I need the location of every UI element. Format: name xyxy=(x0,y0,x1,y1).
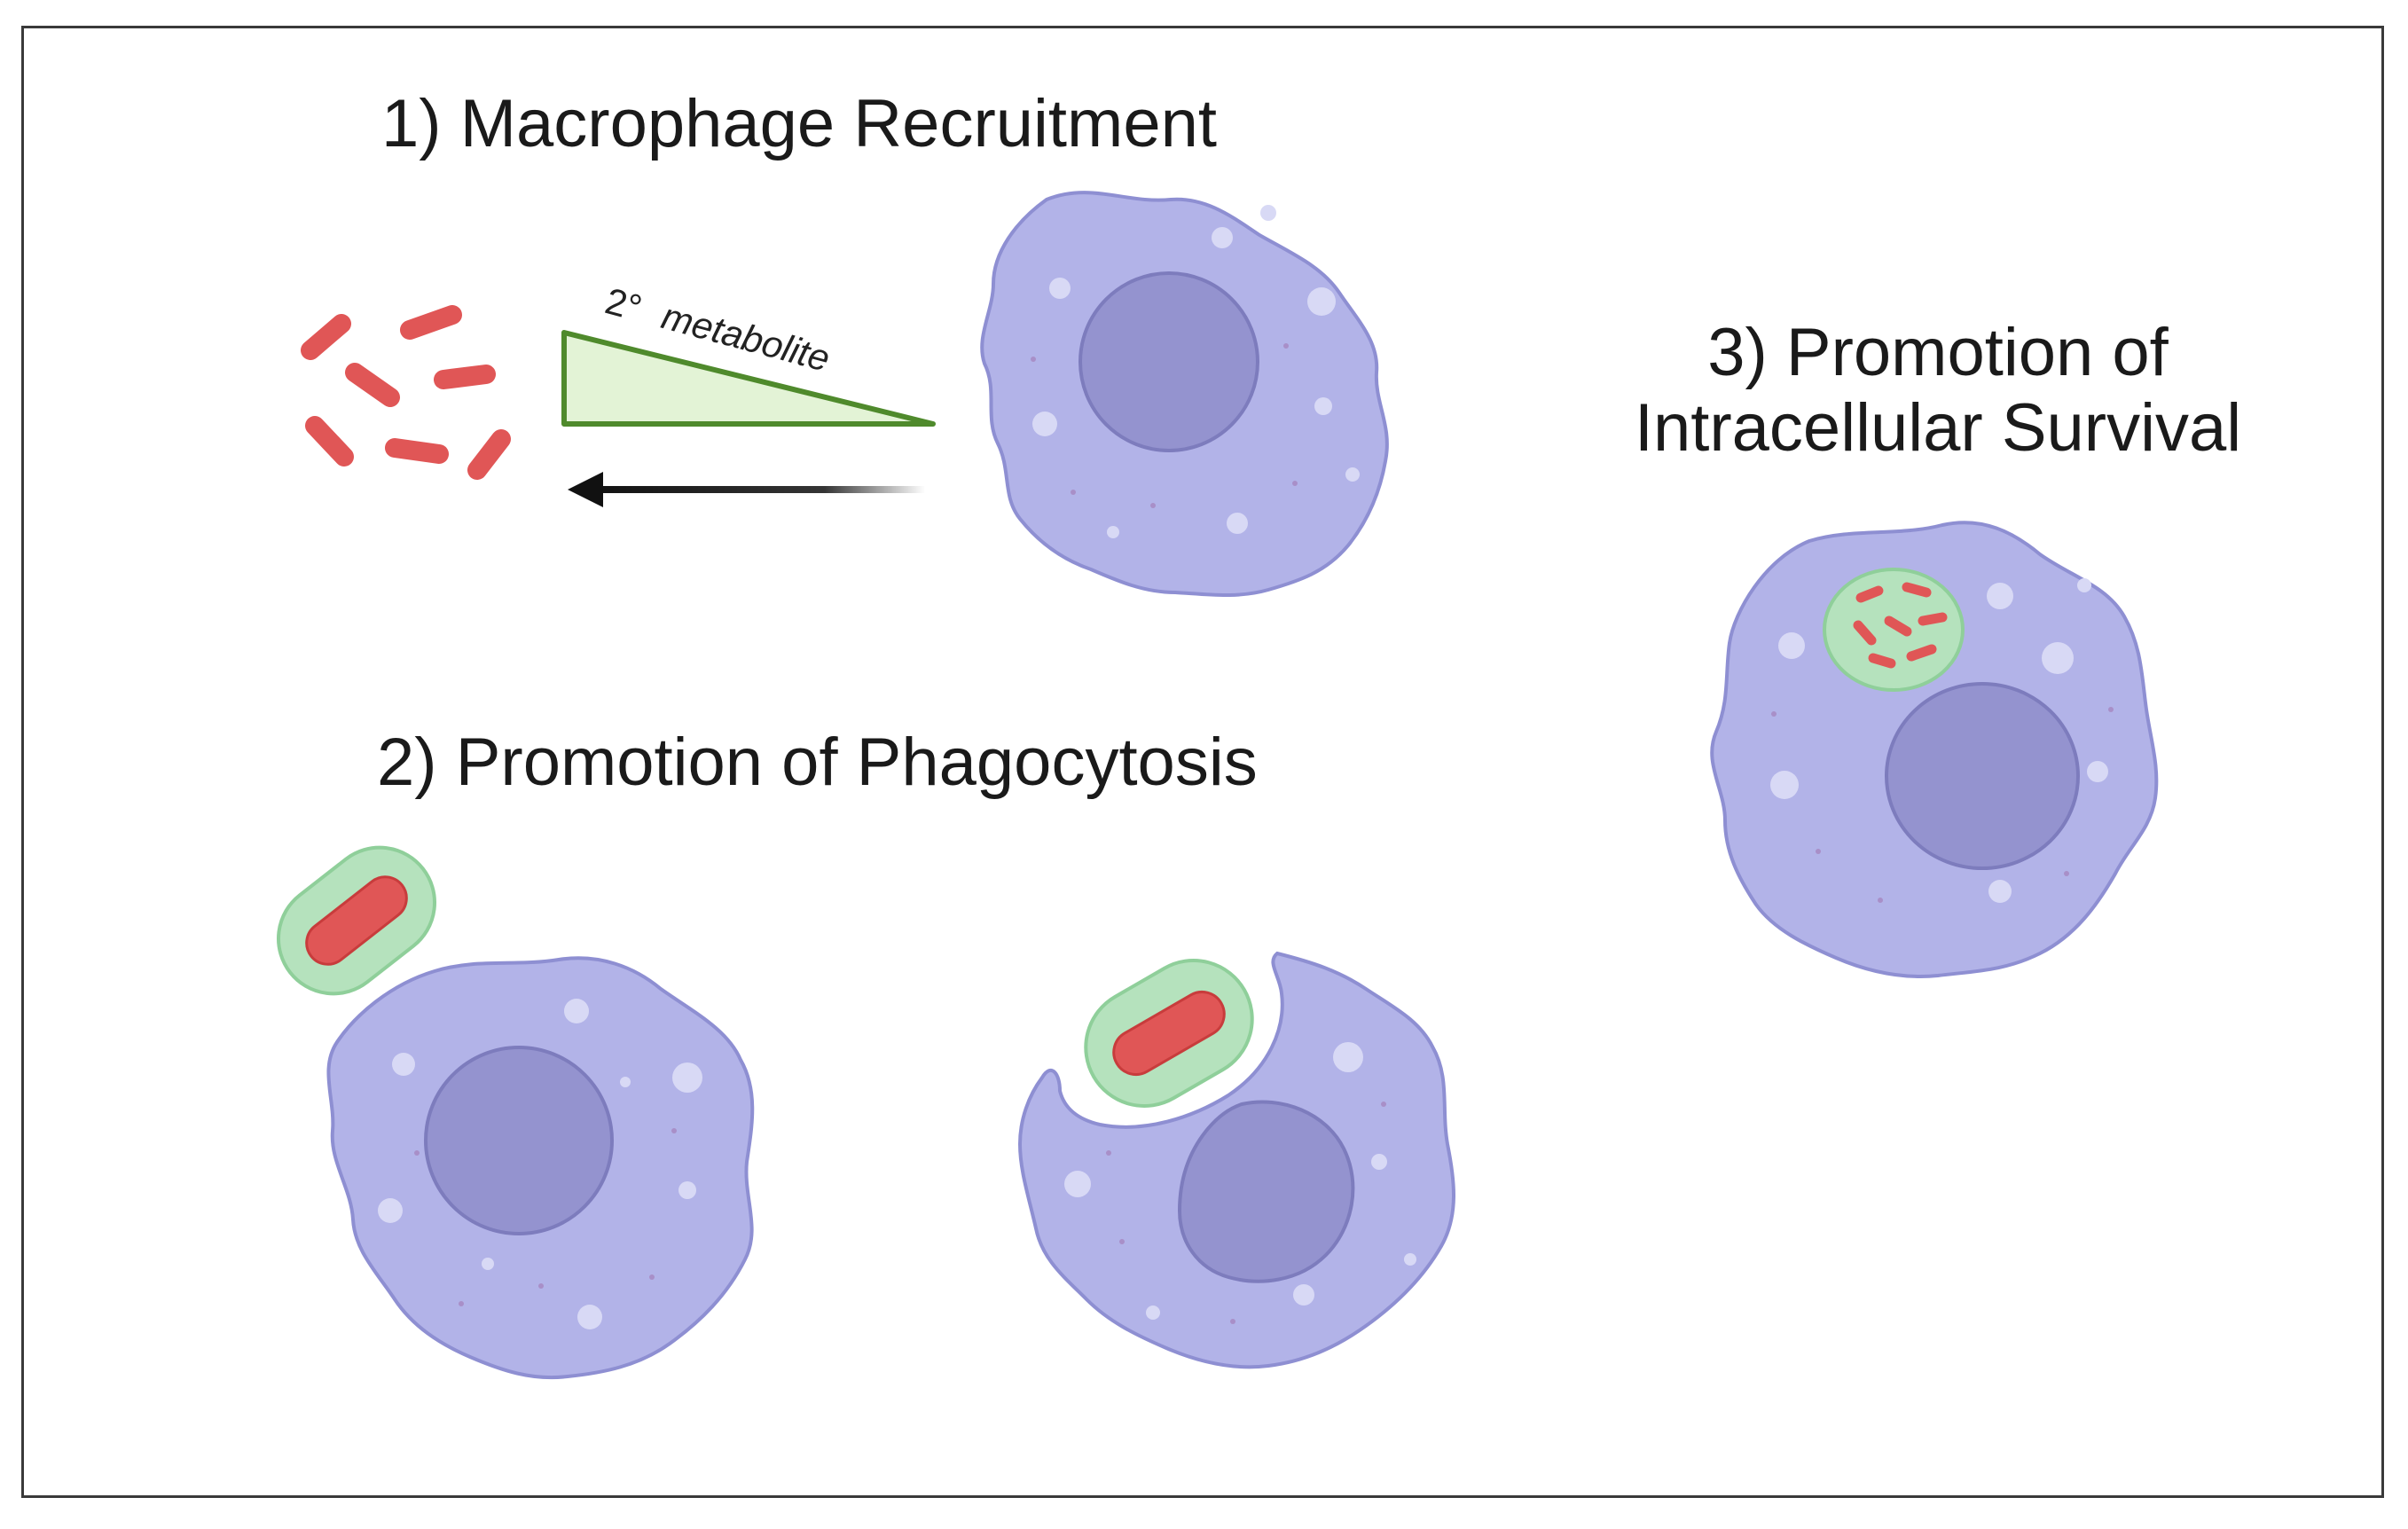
intracellular-vacuole xyxy=(1823,568,1965,692)
bacterium-rod xyxy=(1906,644,1937,662)
macrophage-engulfing xyxy=(1017,951,1455,1369)
macrophage-nucleus xyxy=(1177,1100,1355,1283)
cytoplasm-granules xyxy=(378,999,702,1329)
bacterium-rod xyxy=(1853,620,1877,646)
bacterium-body xyxy=(1112,991,1226,1076)
cytoplasm-granules xyxy=(1064,1042,1416,1320)
cytoplasm-specks xyxy=(414,1128,677,1306)
opsonized-bacterium-engulfed xyxy=(1084,959,1254,1108)
macrophage-pre-phagocytosis xyxy=(326,956,755,1380)
macrophage-infected xyxy=(1710,521,2159,978)
opsonized-bacterium-left xyxy=(276,845,437,996)
cytoplasm-specks xyxy=(1031,343,1298,508)
vacuole-bacteria xyxy=(1853,582,1948,669)
bacterium-rod xyxy=(1855,585,1884,603)
bacterium-rod xyxy=(434,365,496,389)
bacteria-cluster xyxy=(301,305,511,480)
bacterium-rod xyxy=(467,429,511,480)
bacterium-rod xyxy=(1918,612,1948,626)
cytoplasm-specks xyxy=(1106,1102,1386,1324)
step2-title: 2) Promotion of Phagocytosis xyxy=(377,725,1258,800)
macrophage-recruiting xyxy=(980,191,1389,598)
macrophage-nucleus xyxy=(1885,682,2080,870)
bacterium-rod xyxy=(1902,582,1932,598)
recruitment-arrow xyxy=(568,472,925,507)
macrophage-nucleus xyxy=(1079,271,1259,452)
bacterium-rod xyxy=(385,438,449,464)
macrophage-nucleus xyxy=(424,1046,614,1235)
bacterium-rod xyxy=(1884,616,1912,637)
metabolite-prefix: 2° xyxy=(601,279,647,329)
step3-title-line1: 3) Promotion of xyxy=(1707,315,2169,390)
metabolite-gradient-wedge xyxy=(561,330,936,427)
cytoplasm-specks xyxy=(1771,707,2114,903)
bacterium-rod xyxy=(305,416,354,467)
bacterium-rod xyxy=(301,314,351,360)
bacterium-rod xyxy=(345,363,400,407)
bacterium-rod xyxy=(1868,653,1896,669)
step1-title: 1) Macrophage Recruitment xyxy=(381,86,1217,161)
cytoplasm-granules xyxy=(1032,205,1360,538)
step3-title-line2: Intracellular Survival xyxy=(1635,390,2241,466)
cytoplasm-granules xyxy=(1770,578,2108,903)
bacterium-body xyxy=(305,875,408,966)
bacterium-rod xyxy=(400,305,462,340)
